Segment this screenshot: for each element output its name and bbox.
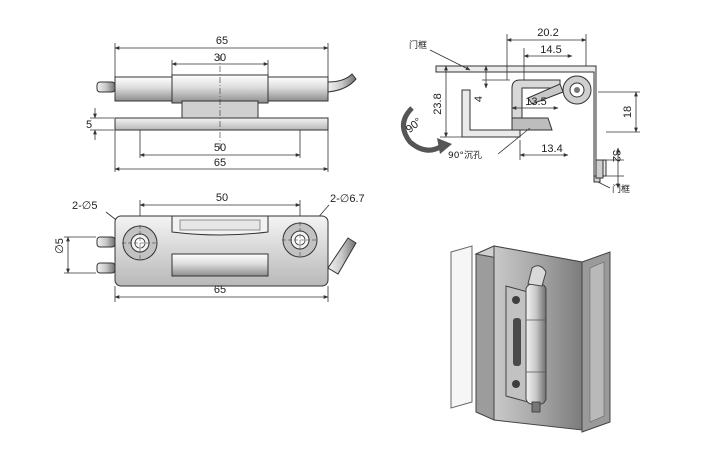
knuckle-left <box>114 76 173 102</box>
door-frame-bottom-label: 门框 <box>612 183 630 195</box>
top-knuckle <box>171 253 269 277</box>
hinge-pin-left <box>96 81 116 93</box>
side-gap-mid-label: 13.5 <box>525 96 546 108</box>
rotation-arrow-icon <box>401 106 444 153</box>
pin-bottom <box>96 262 116 274</box>
mounted-hinge-barrel <box>525 283 547 405</box>
pin-diameter-label: ∅5 <box>54 238 66 254</box>
side-inner-width-label: 14.5 <box>540 44 561 56</box>
hinge-body-section <box>511 117 553 131</box>
installed-3d-view <box>450 245 611 433</box>
top-hole-spacing-label: 50 <box>216 192 228 204</box>
side-offset-label: 4 <box>473 96 485 102</box>
countersink-note-label: 90°沉孔 <box>448 150 482 161</box>
spring-lever <box>327 237 357 275</box>
side-view: 门框 20.2 14.5 23.8 4 13.5 13.4 18 <box>401 27 640 195</box>
front-hole-spacing-label: 50 <box>214 142 226 154</box>
side-right-height-label: 18 <box>622 106 634 118</box>
front-base-width-label: 65 <box>214 157 226 169</box>
hinge-base-plate <box>114 117 329 131</box>
large-holes-label: 2-∅6.7 <box>330 193 365 205</box>
front-thickness-label: 5 <box>86 119 92 131</box>
door-frame-top-label: 门框 <box>409 39 427 51</box>
door-leaf-profile <box>461 89 521 138</box>
knuckle-right <box>267 76 329 102</box>
side-gap-low-label: 13.4 <box>541 143 562 155</box>
front-view: 65 30 5 50 65 <box>86 35 357 172</box>
front-overall-width-label: 65 <box>216 35 228 47</box>
spring-tab <box>327 73 357 93</box>
top-view: 50 2-∅5 2-∅6.7 ∅5 <box>54 192 365 302</box>
side-right-offset-label: 32 <box>610 150 622 162</box>
pin-top <box>96 236 116 248</box>
side-leaf-height-label: 23.8 <box>432 93 444 114</box>
top-overall-width-label: 65 <box>214 284 226 296</box>
small-holes-label: 2-∅5 <box>72 200 97 212</box>
side-total-width-label: 20.2 <box>537 27 558 39</box>
